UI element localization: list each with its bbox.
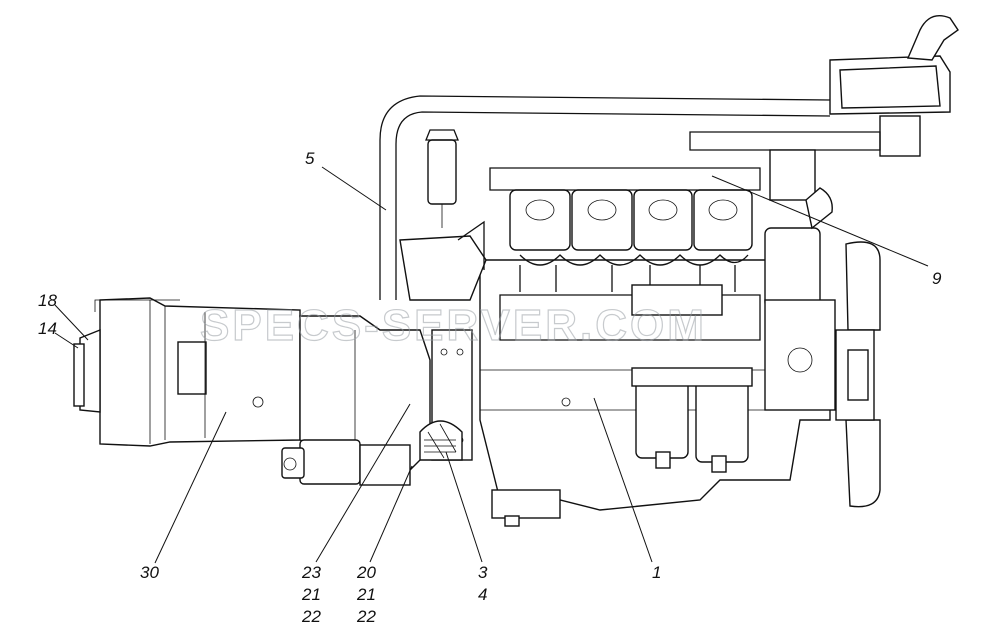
- callout-30: 30: [140, 563, 159, 582]
- front-accessories: [764, 149, 836, 411]
- starter-motor: [281, 439, 411, 486]
- flywheel-section: [419, 420, 463, 461]
- cylinder-heads: [489, 167, 761, 251]
- fuel-lines: [499, 254, 761, 341]
- callout-1: 1: [652, 563, 661, 582]
- watermark-text: SPECS-SERVER.COM: [200, 301, 707, 350]
- leader-lines: [54, 166, 929, 564]
- turbocharger: [399, 220, 487, 301]
- callout-14: 14: [38, 319, 57, 338]
- callout-20: 20: [356, 563, 376, 582]
- callout-23: 23: [301, 563, 321, 582]
- callout-labels: 5 9 18 14 30 23 21 22 20 21 22 3 4 1: [38, 149, 942, 626]
- fuel-prefilter: [425, 129, 459, 228]
- oil-filters: [631, 367, 753, 473]
- callout-18: 18: [38, 291, 57, 310]
- callout-21-b: 21: [356, 585, 376, 604]
- callout-21-a: 21: [301, 585, 321, 604]
- callout-5: 5: [305, 149, 315, 168]
- cooling-fan: [835, 241, 881, 508]
- callout-4: 4: [478, 585, 487, 604]
- callout-22-b: 22: [356, 607, 376, 626]
- callout-3: 3: [478, 563, 488, 582]
- air-intake-pipe: [379, 95, 831, 300]
- gear-shift-mechanism: [689, 15, 959, 157]
- callout-22-a: 22: [301, 607, 321, 626]
- gearbox-housing: [73, 297, 301, 447]
- callout-9: 9: [932, 269, 942, 288]
